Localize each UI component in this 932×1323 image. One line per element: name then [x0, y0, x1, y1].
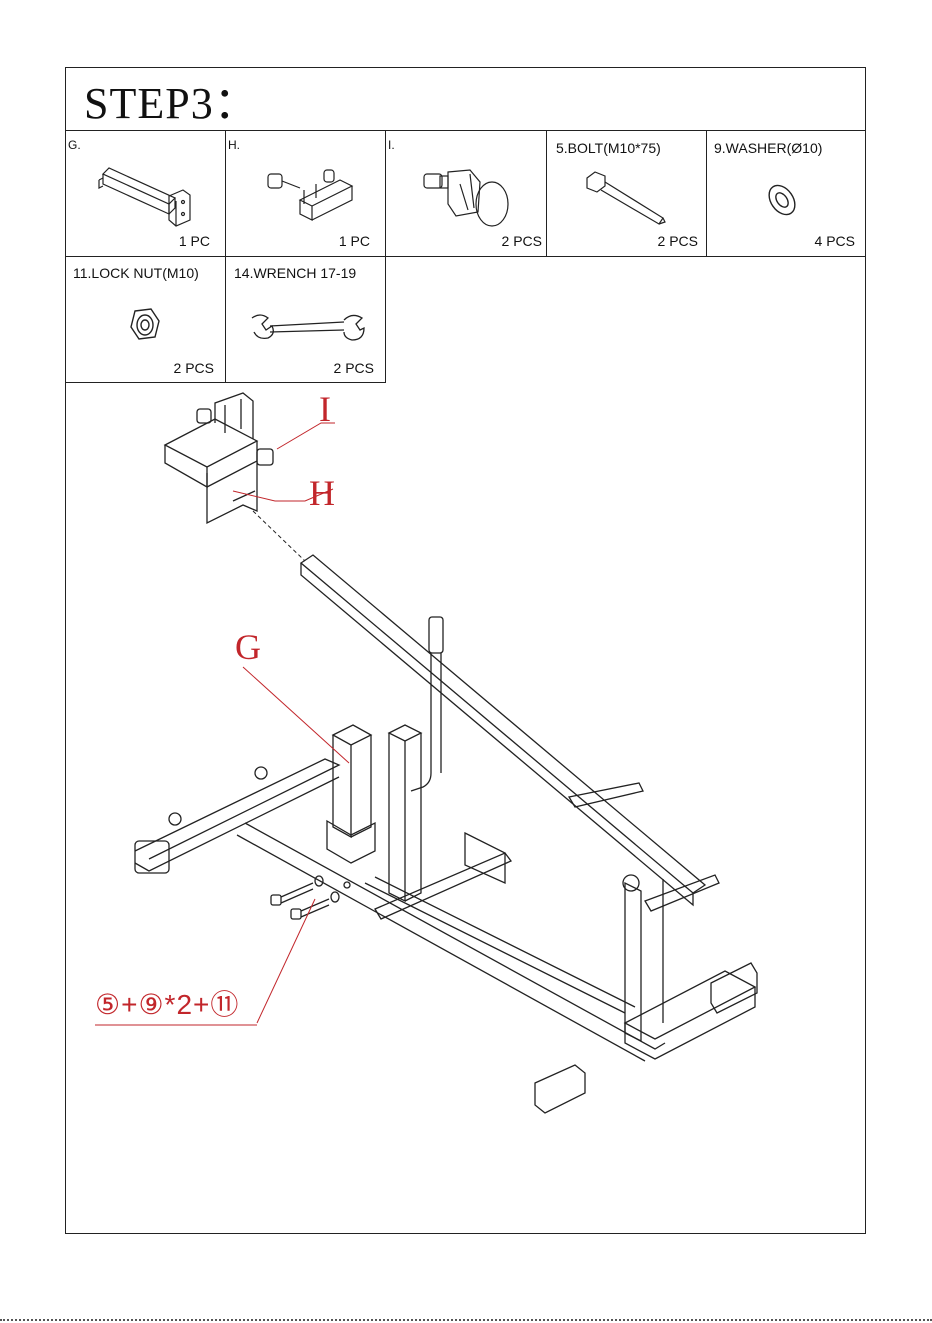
- part-label: G.: [68, 137, 81, 153]
- part-qty: 1 PC: [150, 233, 210, 249]
- base-frame: [135, 759, 757, 1113]
- callout-line-g: [243, 667, 349, 763]
- bolt-assembly: [271, 876, 350, 919]
- tube-bracket-g-icon: [95, 160, 200, 230]
- wrench-icon: [248, 310, 366, 346]
- table-col-divider: [546, 130, 547, 257]
- part-qty: 2 PCS: [144, 360, 214, 376]
- long-arm-tube: [301, 555, 719, 911]
- part-label: 11.LOCK NUT(M10): [73, 265, 199, 281]
- table-top-border: [65, 130, 866, 131]
- callout-line-formula: [257, 899, 315, 1023]
- page-bottom-edge: [0, 1319, 932, 1321]
- part-qty: 2 PCS: [472, 233, 542, 249]
- vertical-post: [411, 617, 443, 791]
- part-label: I.: [388, 137, 395, 153]
- knob-i-icon: [420, 160, 520, 230]
- part-label: 14.WRENCH 17-19: [234, 265, 356, 281]
- callout-label-i: I: [319, 389, 331, 429]
- part-g-bracket: [327, 725, 375, 863]
- assembly-diagram: I H G: [65, 383, 865, 1233]
- table-row-divider: [65, 256, 866, 257]
- t-bracket-h-icon: [260, 160, 365, 230]
- bolt-icon: [585, 170, 675, 230]
- callout-label-h: H: [309, 473, 335, 513]
- step-title: STEP3：: [84, 78, 259, 130]
- part-qty: 2 PCS: [628, 233, 698, 249]
- table-col-divider: [225, 130, 226, 383]
- table-col-divider: [706, 130, 707, 257]
- part-label: 5.BOLT(M10*75): [556, 140, 661, 156]
- part-qty: 2 PCS: [304, 360, 374, 376]
- part-qty: 4 PCS: [785, 233, 855, 249]
- part-qty: 1 PC: [310, 233, 370, 249]
- part-h-bracket: [165, 393, 273, 523]
- part-label: H.: [228, 137, 240, 153]
- table-col-divider: [385, 130, 386, 383]
- part-label: 9.WASHER(Ø10): [714, 140, 822, 156]
- callout-label-g: G: [235, 627, 261, 667]
- hardware-formula: ⑤+⑨*2+⑪: [95, 988, 239, 1022]
- washer-icon: [762, 180, 802, 220]
- lock-nut-icon: [125, 305, 165, 345]
